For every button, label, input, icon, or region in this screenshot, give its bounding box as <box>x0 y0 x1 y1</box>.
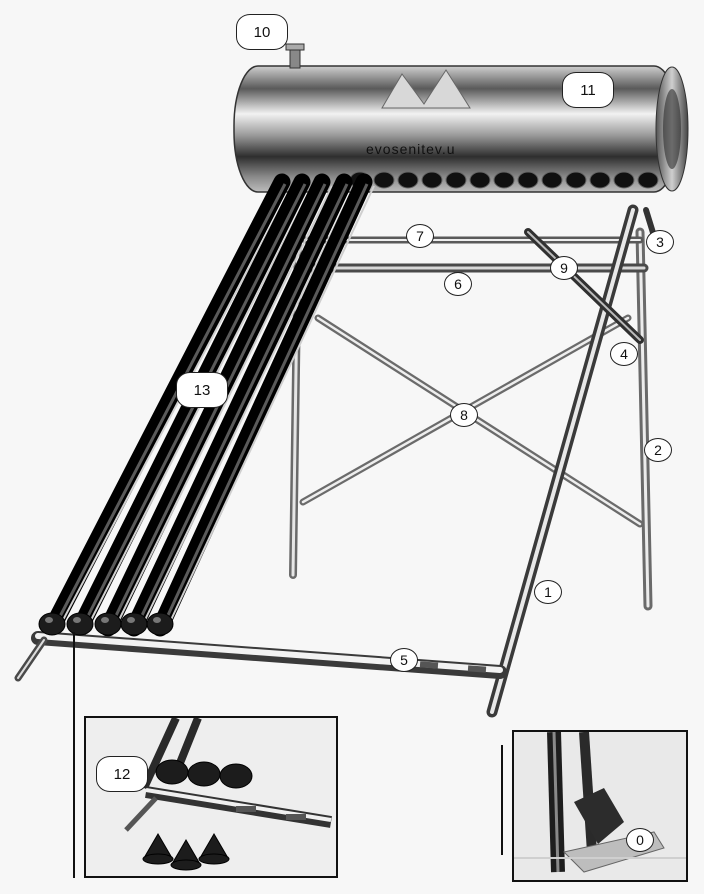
brand-label: evosenitev.u <box>366 141 456 157</box>
tube-end-cap <box>120 612 148 636</box>
tube-socket <box>469 171 491 189</box>
inset-foot-bracket <box>512 730 688 882</box>
tube-glint <box>117 185 333 623</box>
diagonal-brace <box>524 228 644 344</box>
front-leg <box>486 204 657 718</box>
tube-highlight <box>161 183 369 627</box>
callout-11: 11 <box>562 72 614 108</box>
inset-foot-bracket-drawing <box>514 732 686 880</box>
tube-end-cap <box>146 612 174 636</box>
tube-socket <box>613 171 635 189</box>
tube-socket <box>397 171 419 189</box>
tube-socket <box>373 171 395 189</box>
callout-8: 8 <box>450 403 478 427</box>
tube-socket <box>517 171 539 189</box>
storage-tank <box>233 43 689 193</box>
tube-end-cap <box>38 612 66 636</box>
callout-10: 10 <box>236 14 288 50</box>
inset-end-caps-drawing <box>86 718 336 876</box>
tube-socket <box>637 171 659 189</box>
evacuated-tube <box>125 173 353 637</box>
tube-socket <box>493 171 515 189</box>
evacuated-tube <box>151 173 373 637</box>
back-frame <box>289 227 653 611</box>
callout-7: 7 <box>406 224 434 248</box>
tube-end-cap <box>66 612 94 636</box>
end-cap-shine <box>153 617 161 623</box>
tube-end-caps <box>38 612 174 636</box>
tube-socket <box>589 171 611 189</box>
tube-highlight <box>53 183 287 627</box>
bottom-rail <box>14 631 507 682</box>
tube-glint <box>61 185 293 623</box>
tube-socket <box>565 171 587 189</box>
end-cap-shine <box>127 617 135 623</box>
tube-glint <box>143 185 355 623</box>
callout-2: 2 <box>644 438 672 462</box>
tube-socket <box>445 171 467 189</box>
tube-socket <box>541 171 563 189</box>
tube-glint <box>169 185 375 623</box>
end-cap-shine <box>101 617 109 623</box>
callout-9: 9 <box>550 256 578 280</box>
callout-3: 3 <box>646 230 674 254</box>
tube-end-cap <box>94 612 122 636</box>
callout-5: 5 <box>390 648 418 672</box>
callout-13: 13 <box>176 372 228 408</box>
callout-0: 0 <box>626 828 654 852</box>
tube-sockets <box>349 171 659 189</box>
tube-socket <box>421 171 443 189</box>
end-cap-shine <box>45 617 53 623</box>
callout-12: 12 <box>96 756 148 792</box>
inset-end-caps <box>84 716 338 878</box>
tube-highlight <box>135 183 349 627</box>
callout-1: 1 <box>534 580 562 604</box>
end-cap-shine <box>73 617 81 623</box>
callout-4: 4 <box>610 342 638 366</box>
callout-6: 6 <box>444 272 472 296</box>
evacuated-tube <box>43 173 291 637</box>
